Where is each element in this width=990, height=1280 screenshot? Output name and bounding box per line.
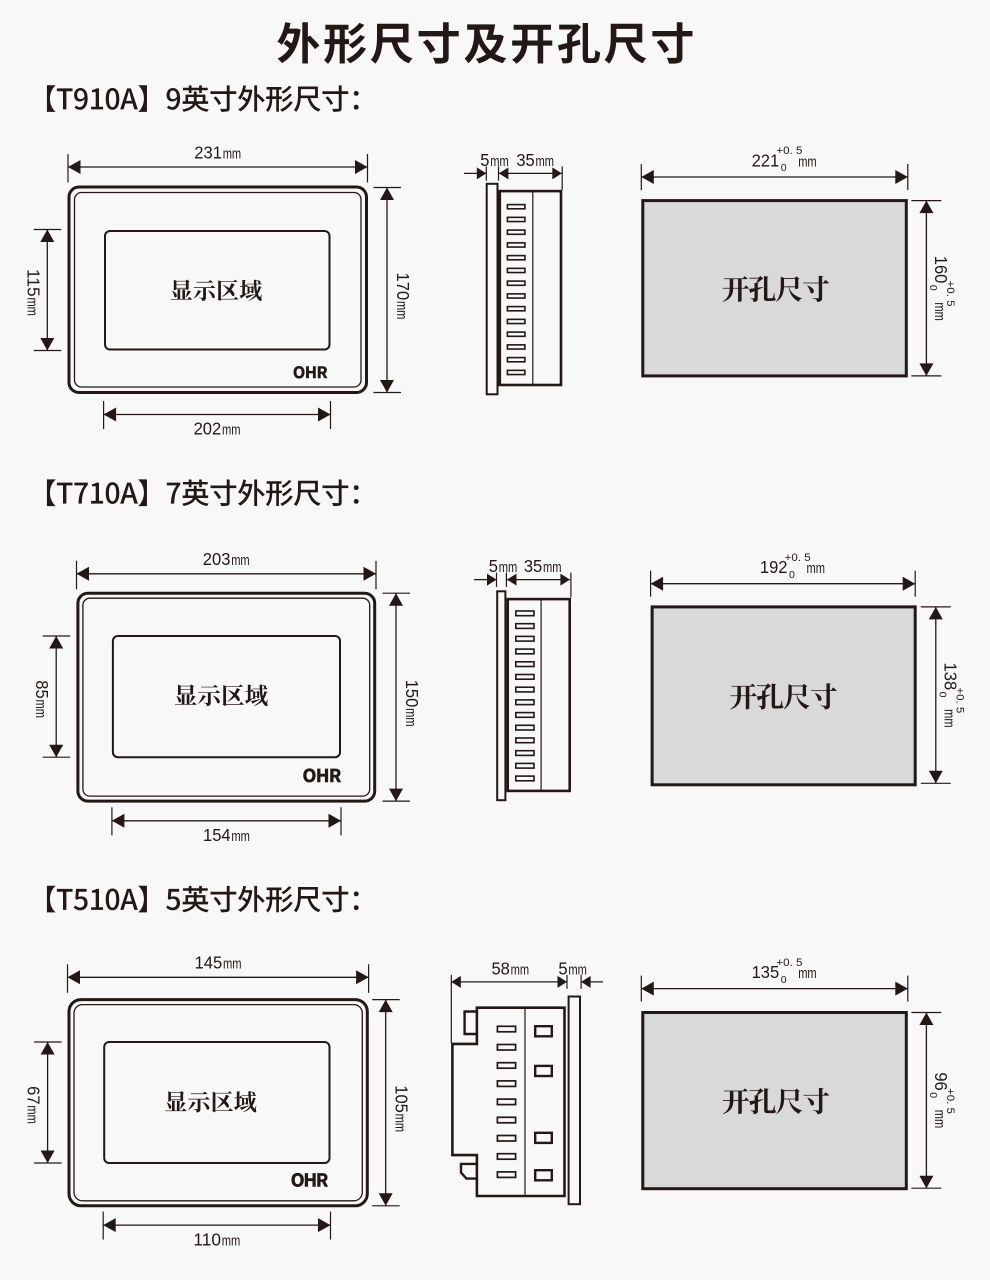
svg-text:110: 110: [193, 1229, 221, 1249]
svg-text:mm: mm: [222, 422, 241, 439]
svg-text:mm: mm: [223, 145, 242, 162]
svg-text:mm: mm: [931, 1110, 948, 1129]
svg-text:mm: mm: [807, 560, 826, 577]
svg-text:192: 192: [760, 557, 788, 577]
svg-text:mm: mm: [499, 559, 518, 576]
svg-text:203: 203: [203, 549, 231, 569]
svg-text:85: 85: [32, 680, 52, 698]
svg-text:154: 154: [203, 825, 231, 845]
svg-text:mm: mm: [536, 153, 555, 170]
svg-text:5: 5: [558, 958, 567, 978]
svg-text:0: 0: [789, 569, 795, 581]
svg-text:5: 5: [480, 150, 489, 170]
svg-text:0: 0: [927, 1092, 939, 1098]
svg-text:96: 96: [931, 1072, 951, 1090]
svg-text:135: 135: [752, 962, 780, 982]
svg-text:mm: mm: [231, 828, 250, 845]
svg-text:+0. 5: +0. 5: [954, 687, 966, 713]
svg-text:0: 0: [937, 692, 949, 698]
svg-text:+0. 5: +0. 5: [944, 281, 956, 307]
svg-text:mm: mm: [222, 1232, 241, 1249]
svg-text:150: 150: [402, 680, 422, 708]
svg-text:mm: mm: [798, 965, 817, 982]
svg-text:mm: mm: [543, 559, 562, 576]
svg-text:67: 67: [24, 1086, 44, 1104]
svg-text:221: 221: [752, 150, 780, 170]
svg-text:35: 35: [524, 556, 542, 576]
svg-text:mm: mm: [511, 961, 530, 978]
svg-text:+0. 5: +0. 5: [785, 552, 811, 564]
svg-text:115: 115: [23, 269, 43, 297]
svg-text:mm: mm: [393, 301, 410, 320]
svg-text:mm: mm: [223, 956, 242, 973]
svg-text:mm: mm: [231, 552, 250, 569]
svg-text:202: 202: [194, 419, 222, 439]
svg-text:0: 0: [927, 285, 939, 291]
svg-text:145: 145: [195, 953, 223, 973]
svg-text:58: 58: [491, 958, 509, 978]
svg-text:mm: mm: [24, 1105, 41, 1124]
svg-text:mm: mm: [23, 297, 40, 316]
svg-text:+0. 5: +0. 5: [776, 145, 802, 157]
svg-text:mm: mm: [32, 699, 49, 718]
svg-text:5: 5: [489, 556, 498, 576]
svg-text:231: 231: [194, 142, 222, 162]
svg-text:+0. 5: +0. 5: [776, 957, 802, 969]
svg-text:mm: mm: [931, 302, 948, 321]
svg-text:mm: mm: [402, 708, 419, 727]
svg-text:0: 0: [781, 162, 787, 174]
svg-text:+0. 5: +0. 5: [944, 1088, 956, 1114]
svg-text:35: 35: [516, 150, 534, 170]
svg-text:0: 0: [781, 974, 787, 986]
svg-text:mm: mm: [798, 153, 817, 170]
svg-text:mm: mm: [490, 153, 509, 170]
svg-text:mm: mm: [940, 709, 957, 728]
svg-text:170: 170: [393, 273, 413, 301]
svg-text:mm: mm: [568, 961, 587, 978]
svg-text:105: 105: [392, 1085, 412, 1113]
svg-text:mm: mm: [392, 1114, 409, 1133]
svg-text:138: 138: [940, 663, 960, 691]
svg-text:160: 160: [931, 256, 951, 284]
